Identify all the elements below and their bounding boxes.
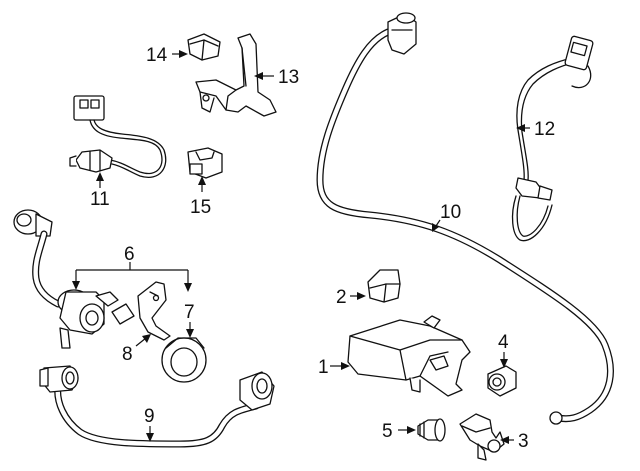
callout-7: 7	[184, 302, 195, 323]
part-2-insulator	[367, 269, 401, 303]
part-11-oxygen-sensor	[69, 95, 167, 178]
callout-11: 11	[90, 189, 110, 210]
callout-9: 9	[144, 406, 155, 427]
part-10-vent-hose	[316, 12, 614, 425]
part-15-clip	[187, 147, 223, 179]
part-3-pressure-sensor	[459, 413, 505, 461]
callout-labels: 1 2 3 4 5 6 7 8 9 10 11 12 13 14 15	[90, 45, 555, 452]
callout-5: 5	[382, 421, 393, 442]
callout-4: 4	[498, 332, 509, 353]
part-7-bracket	[137, 281, 171, 341]
part-9-hose	[39, 365, 275, 448]
callout-14: 14	[146, 45, 168, 66]
callout-13: 13	[278, 67, 299, 88]
callout-1: 1	[318, 357, 329, 378]
callout-8: 8	[122, 344, 133, 365]
callout-3: 3	[518, 431, 529, 452]
part-14-clip	[187, 33, 221, 61]
callout-10: 10	[440, 202, 461, 223]
part-12-oxygen-sensor	[511, 35, 594, 242]
part-8-clamp	[161, 337, 207, 383]
part-1-vapor-canister	[347, 315, 471, 397]
part-4-grommet	[487, 365, 517, 397]
part-13-bracket	[195, 33, 277, 117]
part-6-purge-valve	[13, 209, 135, 349]
callout-15: 15	[190, 197, 211, 218]
callout-6: 6	[124, 244, 135, 265]
callout-2: 2	[336, 287, 347, 308]
callout-leaders	[72, 50, 530, 444]
part-5-push-pin	[417, 418, 446, 442]
callout-12: 12	[534, 119, 555, 140]
